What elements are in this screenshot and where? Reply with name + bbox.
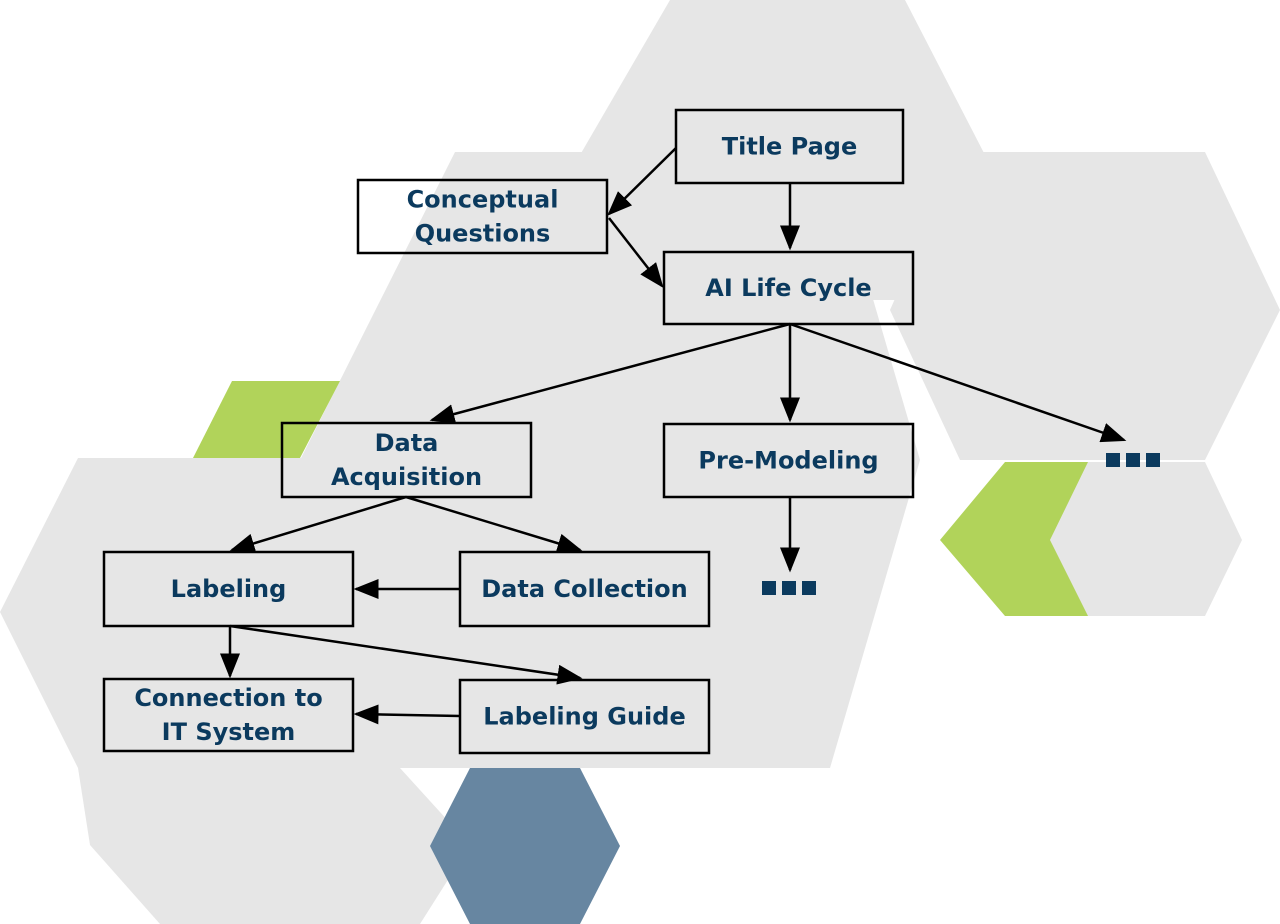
- ellipsis-square: [1126, 453, 1140, 467]
- node-pre-modeling: Pre-Modeling: [662, 422, 915, 499]
- ellipsis-square: [1146, 453, 1160, 467]
- node-box: [458, 550, 711, 628]
- node-labeling-guide: Labeling Guide: [458, 678, 711, 755]
- continuation-ellipsis-more-right: [1106, 453, 1160, 467]
- node-label: Labeling Guide: [483, 703, 686, 731]
- node-box: [662, 422, 915, 499]
- edge-ai-life-cycle-to-data-acquisition: [429, 322, 791, 424]
- node-connection-it: Connection to IT System: [102, 677, 355, 753]
- green-parallelogram: [193, 381, 340, 458]
- edge-title-page-to-conceptual-questions: [607, 147, 677, 216]
- node-box: [102, 550, 355, 628]
- node-label: Labeling: [171, 575, 287, 603]
- edge-ai-life-cycle-to-more-right: [789, 322, 1127, 443]
- ellipsis-square: [802, 581, 816, 595]
- node-box: [674, 108, 905, 185]
- node-label: Data: [375, 429, 439, 457]
- edge-conceptual-questions-to-ai-life-cycle: [608, 217, 664, 288]
- node-label: Questions: [415, 220, 551, 248]
- ellipsis-square: [762, 581, 776, 595]
- node-label: Connection to: [134, 684, 322, 712]
- node-label: Pre-Modeling: [698, 447, 878, 475]
- ellipsis-square: [1106, 453, 1120, 467]
- hexagon-right: [890, 152, 1280, 460]
- node-label: Acquisition: [331, 463, 482, 491]
- hexagon-bottom-left: [78, 768, 470, 924]
- ellipsis-square: [782, 581, 796, 595]
- node-box: [102, 677, 355, 753]
- node-label: IT System: [162, 718, 296, 746]
- node-label: Conceptual: [407, 186, 559, 214]
- edge-labeling-guide-to-connection-it: [353, 704, 461, 725]
- node-label: Title Page: [722, 133, 858, 161]
- edge-data-acquisition-to-data-collection: [405, 495, 583, 554]
- node-label: Data Collection: [481, 575, 687, 603]
- hexagon-lower-right: [1050, 462, 1242, 616]
- node-box: [280, 421, 533, 499]
- continuations-layer: [762, 453, 1160, 595]
- edges-layer: [220, 147, 1127, 725]
- continuation-ellipsis-more-below: [762, 581, 816, 595]
- node-box: [458, 678, 711, 755]
- edge-labeling-to-labeling-guide: [229, 624, 583, 685]
- node-ai-life-cycle: AI Life Cycle: [662, 250, 915, 326]
- node-box: [662, 250, 915, 326]
- node-box: [356, 178, 609, 255]
- blue-hexagon: [430, 768, 620, 924]
- green-chevron: [940, 462, 1088, 616]
- node-labeling: Labeling: [102, 550, 355, 628]
- node-label: AI Life Cycle: [705, 274, 871, 302]
- node-title-page: Title Page: [674, 108, 905, 185]
- node-data-collection: Data Collection: [458, 550, 711, 628]
- edge-data-acquisition-to-labeling: [229, 495, 407, 554]
